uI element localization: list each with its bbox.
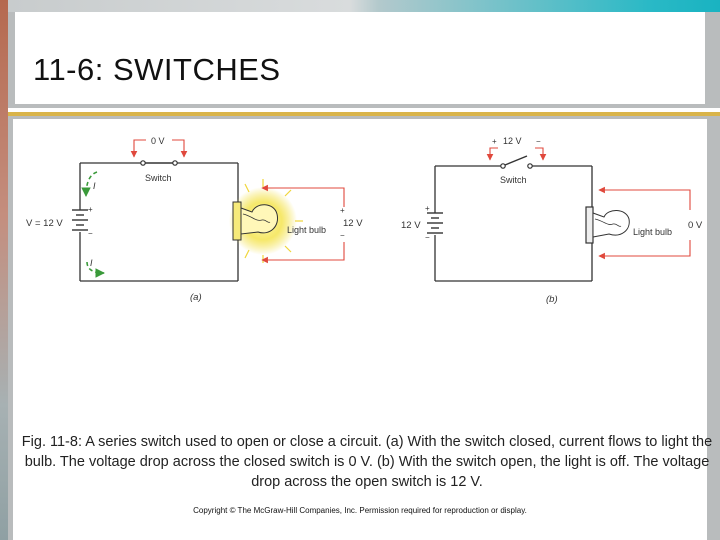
- circuit-b-switch-minus: −: [536, 137, 541, 146]
- circuit-a-switch-label: Switch: [145, 173, 172, 183]
- circuit-a-battery: [72, 209, 88, 231]
- circuit-b-bulb-voltage: 0 V: [688, 220, 703, 231]
- circuit-a-current-arrows: [81, 171, 105, 278]
- circuit-b-bulb-label: Light bulb: [633, 227, 672, 237]
- header-panel: [15, 12, 705, 104]
- circuit-a-current-symbol-top: I: [93, 181, 96, 191]
- circuit-b-switch-plus: +: [492, 137, 497, 146]
- circuit-a-bulb-minus: −: [340, 231, 345, 240]
- content-panel: [13, 119, 707, 540]
- circuit-b-switch: [500, 155, 533, 169]
- circuit-a-battery-minus: −: [88, 229, 93, 238]
- circuit-b-battery-plus: +: [425, 204, 430, 213]
- circuit-b: + 12 V − Switch 12 V + − Light bulb 0 V …: [401, 136, 703, 305]
- circuit-b-switch-voltage-arrows: [486, 147, 547, 161]
- circuit-b-wires: [434, 165, 593, 282]
- figure-caption: Fig. 11-8: A series switch used to open …: [21, 434, 713, 490]
- circuit-a-source-label: V = 12 V: [26, 218, 63, 229]
- circuit-b-battery: [427, 212, 443, 234]
- circuit-a-bulb-voltage: 12 V: [343, 218, 363, 229]
- slide-title: 11-6: SWITCHES: [33, 52, 281, 87]
- circuit-a-switch: [140, 160, 178, 166]
- circuit-a-battery-plus: +: [88, 205, 93, 214]
- circuit-b-source-label: 12 V: [401, 220, 421, 231]
- circuit-b-bulb-voltage-arrows: [598, 186, 691, 260]
- circuit-b-panel-label: (b): [546, 294, 558, 305]
- copyright-notice: Copyright © The McGraw-Hill Companies, I…: [193, 506, 527, 515]
- circuit-a: + − V = 12 V Switch 0 V: [26, 136, 363, 303]
- circuit-a-bulb-voltage-arrows: [261, 184, 345, 264]
- circuit-a-bulb-lit: [229, 179, 303, 263]
- circuit-b-bulb-off: [585, 206, 630, 244]
- circuit-b-switch-voltage: 12 V: [503, 136, 522, 146]
- circuit-a-switch-voltage: 0 V: [151, 136, 165, 146]
- left-accent-bar: [0, 0, 8, 540]
- top-accent-band: [8, 0, 720, 12]
- circuit-a-wires: [79, 162, 239, 282]
- circuit-a-current-symbol-bottom: I: [90, 258, 93, 268]
- circuit-a-panel-label: (a): [190, 292, 202, 303]
- circuit-b-switch-label: Switch: [500, 175, 527, 185]
- circuit-b-battery-minus: −: [425, 233, 430, 242]
- circuit-a-switch-voltage-arrows: [130, 139, 188, 158]
- circuit-a-bulb-plus: +: [340, 206, 345, 215]
- circuit-a-bulb-label: Light bulb: [287, 225, 326, 235]
- gold-divider: [8, 112, 720, 116]
